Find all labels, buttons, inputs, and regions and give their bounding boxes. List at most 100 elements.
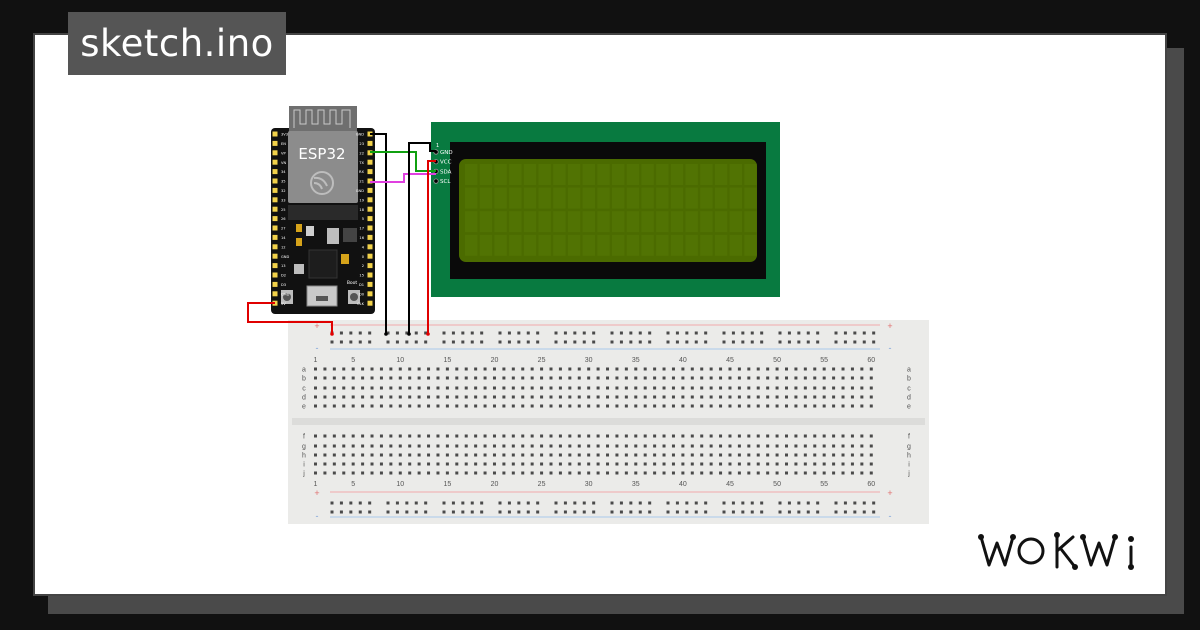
rail-hole[interactable]: [853, 340, 857, 344]
breadboard-hole[interactable]: [634, 395, 638, 399]
breadboard-hole[interactable]: [653, 434, 657, 438]
breadboard-hole[interactable]: [813, 404, 817, 408]
breadboard-hole[interactable]: [587, 376, 591, 380]
breadboard-hole[interactable]: [662, 453, 666, 457]
rail-hole[interactable]: [405, 510, 409, 514]
rail-hole[interactable]: [862, 510, 866, 514]
breadboard-hole[interactable]: [511, 386, 515, 390]
rail-hole[interactable]: [536, 340, 540, 344]
breadboard-hole[interactable]: [389, 471, 393, 475]
rail-hole[interactable]: [442, 331, 446, 335]
rail-hole[interactable]: [797, 331, 801, 335]
breadboard-hole[interactable]: [728, 434, 732, 438]
breadboard-hole[interactable]: [389, 404, 393, 408]
breadboard-hole[interactable]: [323, 404, 327, 408]
rail-hole[interactable]: [685, 501, 689, 505]
breadboard-hole[interactable]: [474, 367, 478, 371]
rail-hole[interactable]: [731, 340, 735, 344]
breadboard-hole[interactable]: [587, 462, 591, 466]
breadboard-hole[interactable]: [342, 386, 346, 390]
breadboard-hole[interactable]: [474, 434, 478, 438]
breadboard-hole[interactable]: [314, 395, 317, 399]
breadboard-hole[interactable]: [860, 471, 864, 475]
breadboard-hole[interactable]: [700, 395, 704, 399]
rail-hole[interactable]: [470, 331, 474, 335]
breadboard-hole[interactable]: [379, 404, 383, 408]
breadboard-hole[interactable]: [869, 376, 873, 380]
breadboard-hole[interactable]: [869, 434, 873, 438]
breadboard-hole[interactable]: [492, 471, 496, 475]
breadboard-hole[interactable]: [464, 434, 468, 438]
breadboard-hole[interactable]: [455, 444, 459, 448]
breadboard-hole[interactable]: [483, 404, 487, 408]
rail-hole[interactable]: [806, 501, 810, 505]
breadboard-hole[interactable]: [455, 376, 459, 380]
breadboard-hole[interactable]: [558, 444, 562, 448]
breadboard-hole[interactable]: [436, 404, 440, 408]
breadboard-hole[interactable]: [540, 376, 544, 380]
rail-hole[interactable]: [554, 340, 558, 344]
rail-hole[interactable]: [349, 340, 353, 344]
breadboard-hole[interactable]: [398, 453, 402, 457]
breadboard-hole[interactable]: [474, 462, 478, 466]
breadboard-hole[interactable]: [596, 376, 600, 380]
breadboard-hole[interactable]: [530, 471, 534, 475]
breadboard-hole[interactable]: [615, 386, 619, 390]
breadboard-hole[interactable]: [370, 434, 374, 438]
breadboard-hole[interactable]: [436, 434, 440, 438]
breadboard-hole[interactable]: [464, 462, 468, 466]
rail-hole[interactable]: [507, 501, 511, 505]
breadboard-hole[interactable]: [502, 444, 506, 448]
esp32-pin-right[interactable]: [367, 272, 373, 278]
breadboard-hole[interactable]: [558, 453, 562, 457]
rail-hole[interactable]: [722, 340, 726, 344]
breadboard-hole[interactable]: [342, 367, 346, 371]
rail-hole[interactable]: [554, 501, 558, 505]
breadboard-hole[interactable]: [314, 453, 317, 457]
rail-hole[interactable]: [741, 501, 745, 505]
rail-hole[interactable]: [778, 340, 782, 344]
breadboard-hole[interactable]: [445, 404, 449, 408]
esp32-pin-right[interactable]: [367, 281, 373, 287]
breadboard-hole[interactable]: [558, 395, 562, 399]
breadboard-hole[interactable]: [690, 471, 694, 475]
rail-hole[interactable]: [414, 340, 418, 344]
rail-hole[interactable]: [722, 510, 726, 514]
breadboard-hole[interactable]: [492, 395, 496, 399]
breadboard-hole[interactable]: [398, 404, 402, 408]
breadboard-hole[interactable]: [332, 404, 336, 408]
breadboard-hole[interactable]: [511, 367, 515, 371]
breadboard-hole[interactable]: [398, 471, 402, 475]
breadboard-hole[interactable]: [361, 376, 365, 380]
rail-hole[interactable]: [610, 340, 614, 344]
rail-hole[interactable]: [526, 331, 530, 335]
breadboard-hole[interactable]: [351, 386, 355, 390]
rail-hole[interactable]: [722, 501, 726, 505]
breadboard-hole[interactable]: [662, 367, 666, 371]
breadboard-hole[interactable]: [549, 453, 553, 457]
breadboard-hole[interactable]: [775, 462, 779, 466]
rail-hole[interactable]: [395, 331, 399, 335]
breadboard-hole[interactable]: [747, 386, 751, 390]
rail-hole[interactable]: [424, 501, 428, 505]
esp32-pin-left[interactable]: [272, 197, 278, 203]
rail-hole[interactable]: [666, 340, 670, 344]
rail-hole[interactable]: [507, 331, 511, 335]
breadboard-hole[interactable]: [540, 404, 544, 408]
breadboard-hole[interactable]: [332, 453, 336, 457]
breadboard-hole[interactable]: [709, 376, 713, 380]
esp32-pin-left[interactable]: [272, 131, 278, 137]
rail-hole[interactable]: [405, 340, 409, 344]
esp32-pin-left[interactable]: [272, 281, 278, 287]
rail-hole[interactable]: [368, 331, 372, 335]
breadboard-hole[interactable]: [709, 395, 713, 399]
breadboard-hole[interactable]: [568, 462, 572, 466]
breadboard-hole[interactable]: [832, 376, 836, 380]
breadboard-hole[interactable]: [653, 376, 657, 380]
breadboard-hole[interactable]: [436, 367, 440, 371]
breadboard-hole[interactable]: [794, 367, 798, 371]
rail-hole[interactable]: [853, 510, 857, 514]
esp32-pin-left[interactable]: [272, 187, 278, 193]
breadboard-hole[interactable]: [756, 434, 760, 438]
